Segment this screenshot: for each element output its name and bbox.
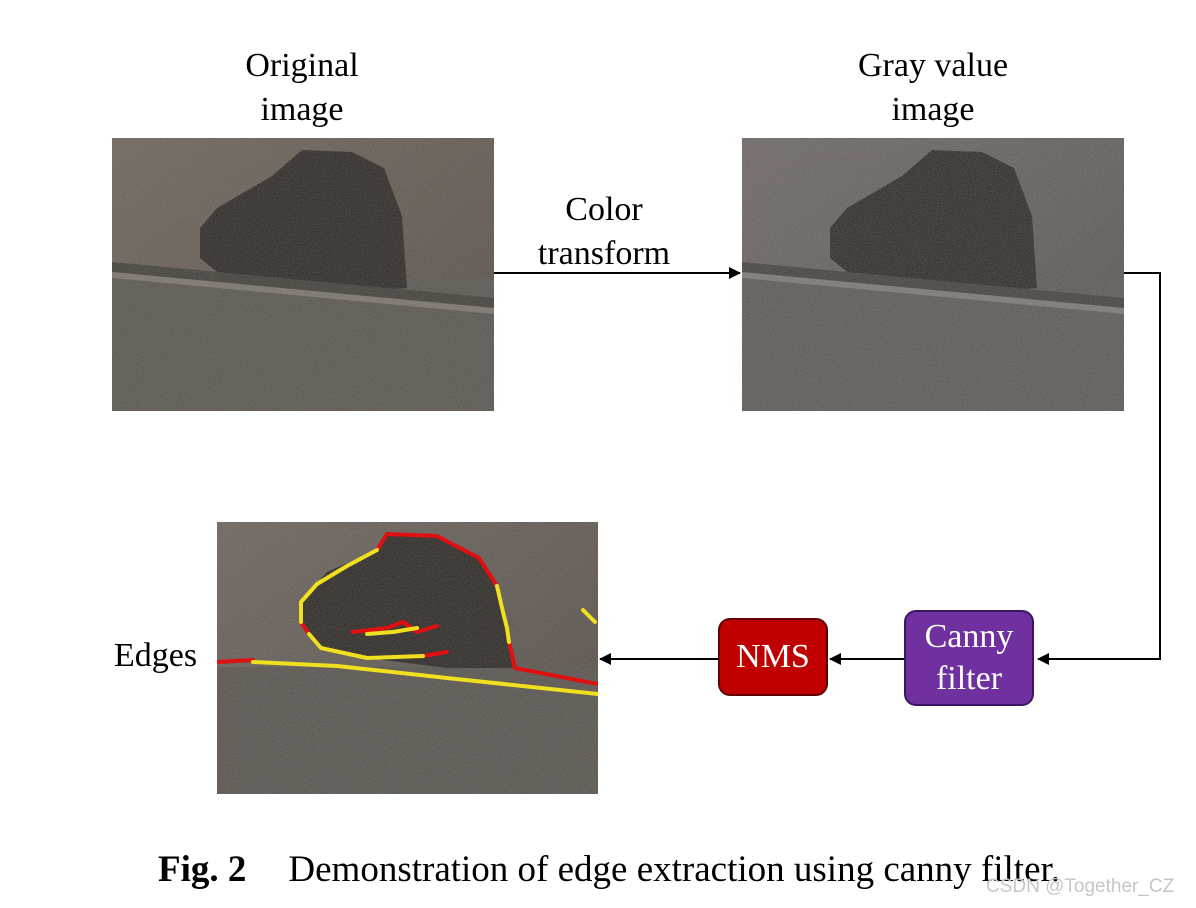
edges-image xyxy=(217,522,598,794)
figure-number: Fig. 2 xyxy=(158,849,247,890)
original-image-label: Original image xyxy=(245,47,359,128)
edge-weak-right-far xyxy=(581,608,597,624)
edge-weak-inner xyxy=(365,626,419,636)
color-transform-label: Color transform xyxy=(537,191,671,272)
watermark: CSDN @Together_CZ xyxy=(986,876,1175,897)
edge-strong-inner xyxy=(351,620,439,634)
edge-strong-right xyxy=(507,640,598,686)
arrow-gray-to-canny xyxy=(1037,272,1161,665)
original-image xyxy=(112,138,494,411)
nms-box: NMS xyxy=(718,618,828,696)
edge-strong-seg2 xyxy=(421,650,449,658)
edge-weak-bottom xyxy=(307,632,425,660)
gray-image-label: Gray value image xyxy=(857,47,1009,128)
edge-strong-left xyxy=(217,658,255,664)
edge-strong-seg xyxy=(299,620,311,636)
canny-filter-label: Canny filter xyxy=(924,618,1014,697)
canny-filter-box: Canny filter xyxy=(904,610,1034,706)
edge-weak-base xyxy=(251,660,598,696)
nms-label: NMS xyxy=(736,638,810,675)
edge-weak-left xyxy=(299,548,379,624)
edge-strong-top xyxy=(375,532,499,588)
edges-label: Edges xyxy=(114,637,198,674)
figure-caption: Fig. 2 Demonstration of edge extraction u… xyxy=(158,846,1060,894)
caption-text: Demonstration of edge extraction using c… xyxy=(288,849,1061,890)
gray-value-image xyxy=(742,138,1124,411)
edge-weak-right xyxy=(495,584,511,644)
